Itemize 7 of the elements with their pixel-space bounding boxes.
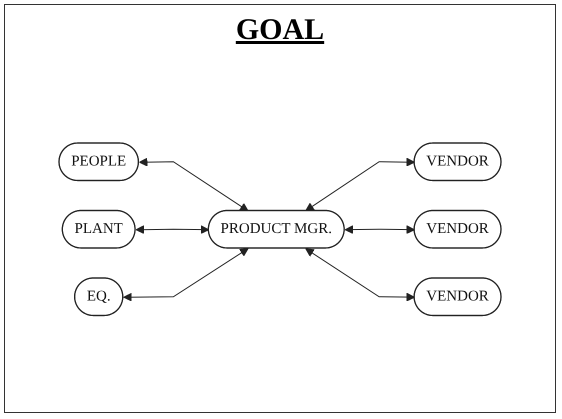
title: GOAL	[236, 13, 324, 47]
arrow	[305, 248, 416, 302]
arrow	[344, 225, 416, 234]
arrow	[136, 225, 210, 234]
arrow	[138, 158, 249, 212]
arrow	[123, 248, 249, 302]
arrow	[305, 158, 416, 212]
